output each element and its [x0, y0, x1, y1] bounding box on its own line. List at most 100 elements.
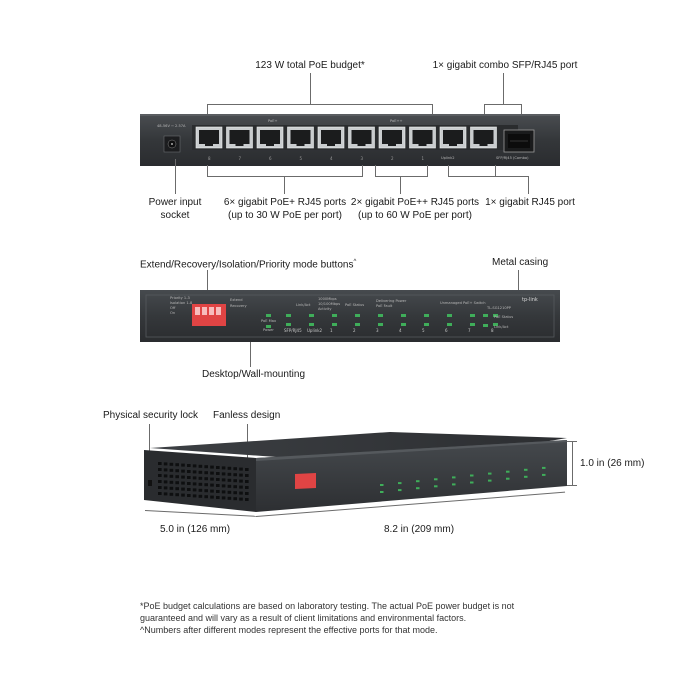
width-callout: 8.2 in (209 mm) — [384, 524, 455, 535]
vent-hole — [198, 482, 203, 486]
brand-label: tp-link — [522, 297, 538, 303]
height-callout: 1.0 in (26 mm) — [580, 458, 645, 469]
front-port-label: 8 — [491, 328, 494, 333]
vent-hole — [233, 473, 237, 477]
vent-hole — [181, 475, 185, 479]
link-led — [493, 314, 498, 317]
rear-rj45-port — [317, 126, 345, 149]
vent-hole — [198, 470, 203, 474]
vent-hole — [216, 484, 220, 487]
security-lock-callout: Physical security lock — [103, 410, 199, 421]
rj45-leader — [528, 176, 529, 194]
front-port-label: 3 — [376, 328, 379, 333]
mounting-callout: Desktop/Wall-mounting — [202, 369, 306, 380]
rj45-bracket — [448, 176, 496, 177]
rear-port-number: 2 — [391, 156, 394, 161]
dc-rating-label: 48-56V ⎓ 2.57A — [157, 124, 186, 128]
poe-led — [309, 323, 314, 326]
vent-hole — [169, 492, 174, 496]
poe-led — [378, 323, 383, 326]
rear-rj45-port — [439, 126, 467, 149]
vent-hole — [245, 468, 249, 471]
vent-hole — [210, 471, 214, 475]
vent-hole — [158, 462, 162, 465]
angled-link-led — [542, 466, 546, 469]
link-led — [309, 314, 314, 317]
vent-hole — [181, 487, 185, 491]
vent-hole — [227, 472, 232, 476]
vent-hole — [192, 494, 197, 498]
status-led — [483, 314, 488, 317]
angled-poe-led — [398, 489, 402, 492]
vent-hole — [239, 497, 243, 501]
angled-link-led — [452, 476, 456, 479]
vent-hole — [198, 488, 203, 492]
poe-plus-group-label: PoE+ — [268, 119, 278, 123]
vent-hole — [216, 466, 220, 469]
link-led — [401, 314, 406, 317]
poe-legend-label: Delivering Power — [376, 299, 407, 303]
rear-port-number: 4 — [330, 156, 333, 161]
angled-link-led — [470, 474, 474, 477]
footnotes: *PoE budget calculations are based on la… — [140, 600, 580, 636]
metal-casing-callout: Metal casing — [492, 257, 549, 268]
vent-hole — [169, 474, 174, 478]
poe-led — [355, 323, 360, 326]
power-label: Power — [263, 328, 274, 332]
mode-label: Isolation 1-8 — [170, 301, 193, 305]
footnote-line-1: *PoE budget calculations are based on la… — [140, 601, 515, 611]
vent-hole — [227, 478, 232, 482]
angled-link-led — [506, 470, 510, 473]
vent-hole — [163, 462, 168, 466]
vent-hole — [198, 476, 203, 480]
rear-rj45-port — [287, 126, 314, 149]
rear-port-number: 7 — [238, 156, 242, 161]
rear-port-number: 6 — [269, 156, 272, 161]
vent-hole — [192, 470, 197, 474]
vent-hole — [158, 468, 162, 471]
angled-link-led — [416, 480, 420, 483]
vent-hole — [216, 496, 220, 499]
vent-hole — [175, 469, 179, 473]
link-led — [470, 314, 475, 317]
vent-hole — [239, 485, 243, 489]
vent-hole — [175, 475, 179, 479]
vent-hole — [216, 478, 220, 481]
vent-hole — [175, 487, 179, 491]
rj45-port-callout: 1× gigabit RJ45 port — [485, 197, 575, 208]
vent-hole — [227, 466, 232, 470]
vent-hole — [163, 468, 168, 472]
fanless-callout: Fanless design — [213, 410, 281, 421]
metal-casing-leader — [518, 270, 519, 292]
front-port-label: 5 — [422, 328, 425, 333]
speed-legend-label: 1000Mbps — [318, 297, 337, 301]
poe-plus-leader — [284, 176, 285, 194]
poe-led — [447, 323, 452, 326]
vent-hole — [192, 482, 197, 486]
vent-hole — [233, 485, 237, 489]
front-port-label: SFP/RJ45 — [284, 328, 302, 333]
link-act-label: Link/Act — [296, 303, 311, 307]
vent-hole — [169, 462, 174, 466]
rear-rj45-port — [195, 126, 223, 149]
vent-hole — [169, 468, 174, 472]
vent-hole — [239, 473, 243, 477]
poe-led — [286, 323, 291, 326]
rear-port-number: 5 — [299, 156, 303, 161]
rear-rj45-port — [378, 126, 406, 149]
security-lock-leader — [149, 424, 150, 454]
rear-port-number: 8 — [208, 156, 211, 161]
footnote-line-2: guaranteed and will vary as a result of … — [140, 613, 467, 623]
angled-poe-led — [542, 473, 546, 476]
vent-hole — [158, 486, 162, 489]
vent-hole — [181, 493, 185, 497]
poe-status-right-label: PoE Status — [494, 315, 514, 319]
vent-hole — [158, 492, 162, 495]
front-panel — [140, 290, 560, 342]
rear-rj45-port — [226, 126, 253, 149]
mode-buttons-leader — [207, 270, 208, 295]
vent-hole — [187, 464, 191, 467]
poe-max-led — [266, 314, 271, 317]
vent-hole — [175, 463, 179, 467]
vent-hole — [187, 482, 191, 485]
